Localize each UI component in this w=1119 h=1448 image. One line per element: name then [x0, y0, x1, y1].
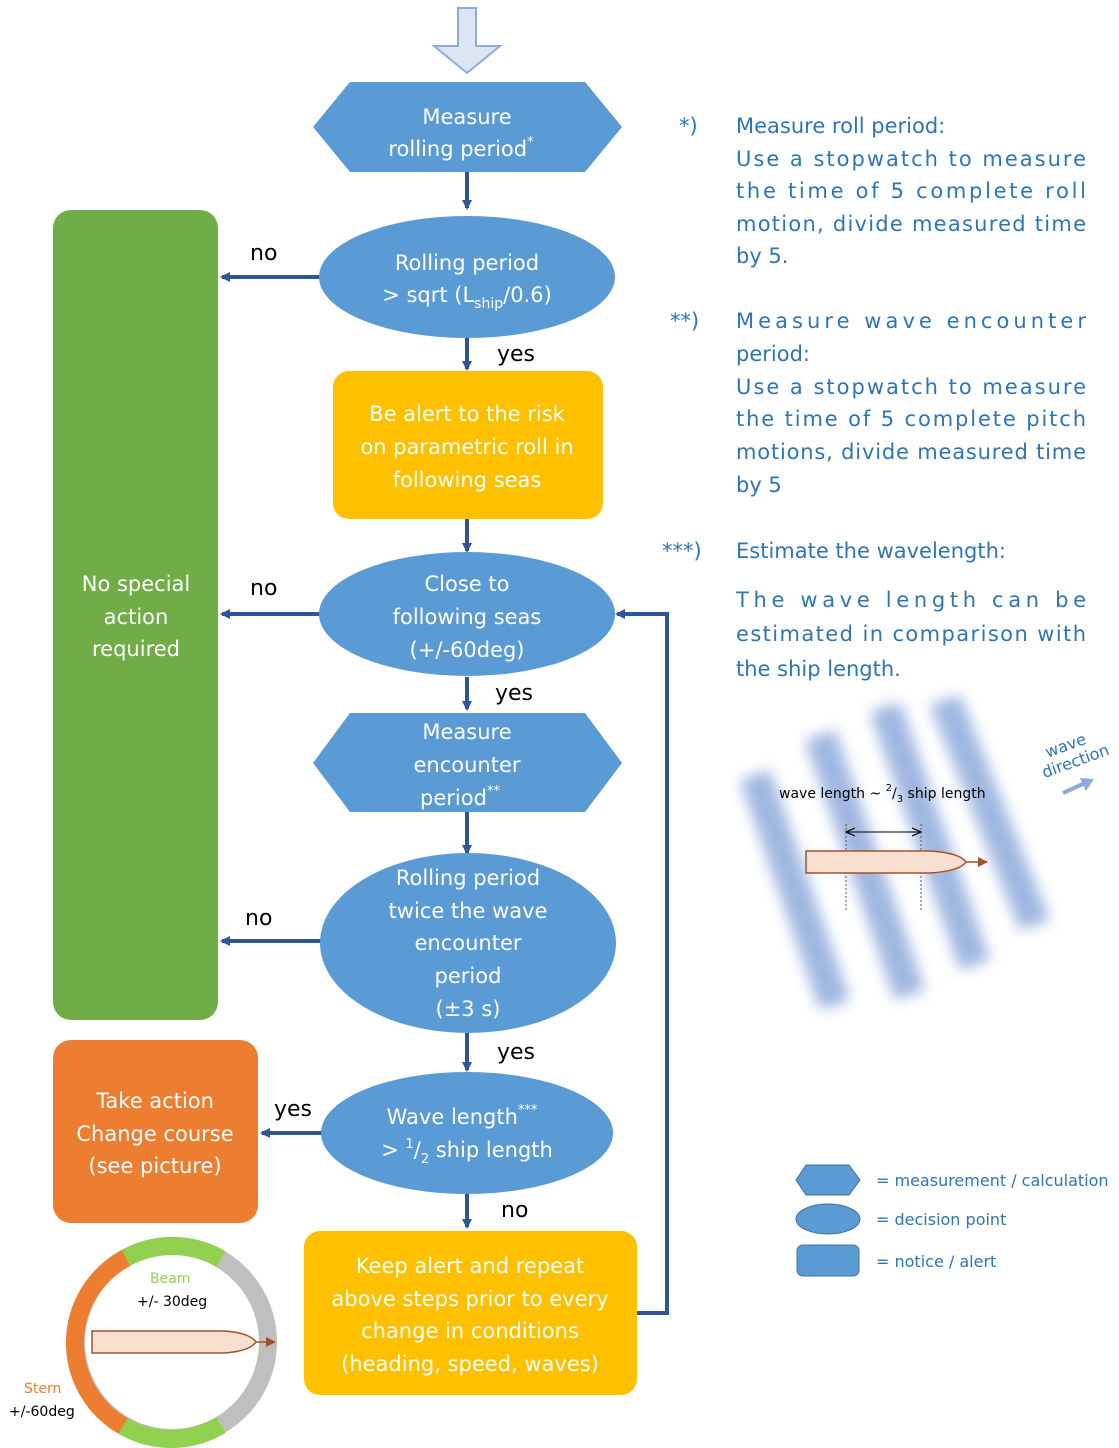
connectors: [220, 172, 669, 1315]
svg-text:motion, divide measured time: motion, divide measured time: [736, 212, 1086, 236]
legend-rect-icon: [796, 1244, 860, 1277]
svg-text:by 5: by 5: [736, 473, 782, 497]
svg-text:No special: No special: [82, 572, 191, 596]
svg-text:above steps prior to every: above steps prior to every: [331, 1287, 608, 1311]
svg-text:Take action: Take action: [95, 1089, 214, 1113]
svg-text:twice the wave: twice the wave: [389, 899, 548, 923]
svg-text:the time of 5 complete roll: the time of 5 complete roll: [736, 179, 1086, 203]
measure-encounter-node: Measure encounter period**: [313, 713, 622, 812]
measure-rolling-node: Measure rolling period*: [313, 82, 622, 172]
svg-text:Rolling period: Rolling period: [395, 251, 539, 275]
svg-text:change in conditions: change in conditions: [361, 1319, 579, 1343]
svg-text:no: no: [250, 576, 277, 601]
svg-text:(+/-60deg): (+/-60deg): [410, 638, 525, 662]
legend: = measurement / calculation = decision p…: [795, 1164, 1109, 1277]
svg-text:Stern: Stern: [24, 1381, 61, 1397]
svg-text:yes: yes: [495, 681, 533, 706]
svg-text:encounter: encounter: [414, 931, 521, 955]
svg-text:Close to: Close to: [425, 572, 510, 596]
svg-text:yes: yes: [497, 1040, 535, 1065]
svg-text:period:: period:: [736, 342, 810, 366]
course-sector-picture: Beam +/- 30deg Stern +/-60deg: [9, 1236, 277, 1448]
legend-hexagon-icon: [795, 1164, 861, 1196]
svg-text:action: action: [104, 605, 169, 629]
wave-length-decision: Wave length*** > 1/2 ship length: [321, 1072, 613, 1194]
svg-text:Estimate the wavelength:: Estimate the wavelength:: [736, 539, 1006, 563]
svg-text:yes: yes: [497, 342, 535, 367]
svg-text:estimated in comparison with: estimated in comparison with: [736, 622, 1086, 646]
legend-ellipse-icon: [795, 1203, 861, 1235]
svg-text:Be alert to the risk: Be alert to the risk: [369, 402, 565, 426]
svg-text:yes: yes: [274, 1097, 312, 1122]
note-encounter-period: **) Measure wave encounter period: Use a…: [670, 309, 1086, 497]
svg-text:the time of 5 complete pitch: the time of 5 complete pitch: [736, 407, 1086, 431]
svg-text:Wave length***: Wave length***: [387, 1103, 538, 1129]
wave-picture: wave length ~ 2/3 ship length wave direc…: [740, 695, 1112, 1010]
svg-text:motions, divide measured time: motions, divide measured time: [736, 440, 1086, 464]
following-seas-decision: Close to following seas (+/-60deg): [319, 552, 615, 676]
svg-text:no: no: [501, 1198, 528, 1223]
svg-text:Measure roll period:: Measure roll period:: [736, 114, 945, 138]
svg-text:Rolling period: Rolling period: [396, 866, 540, 890]
note-wavelength: ***) Estimate the wavelength: The wave l…: [662, 539, 1086, 681]
svg-text:= measurement / calculation: = measurement / calculation: [876, 1171, 1109, 1190]
svg-text:*): *): [679, 114, 698, 138]
ship-hull-sector: [91, 1330, 257, 1354]
svg-text:no: no: [245, 906, 272, 931]
svg-text:Change course: Change course: [76, 1122, 233, 1146]
svg-text:Measure: Measure: [422, 720, 511, 744]
keep-alert-box: Keep alert and repeat above steps prior …: [304, 1231, 637, 1395]
svg-text:period: period: [435, 964, 502, 988]
svg-text:required: required: [92, 637, 180, 661]
svg-text:Measure wave encounter: Measure wave encounter: [736, 309, 1086, 333]
svg-text:(heading, speed, waves): (heading, speed, waves): [341, 1352, 599, 1376]
svg-text:= notice / alert: = notice / alert: [876, 1252, 996, 1271]
svg-text:(see picture): (see picture): [88, 1154, 221, 1178]
svg-text:+/-60deg: +/-60deg: [9, 1404, 75, 1420]
svg-text:(±3 s): (±3 s): [436, 997, 501, 1021]
twice-encounter-decision: Rolling period twice the wave encounter …: [320, 853, 616, 1033]
svg-text:> 1/2 ship length: > 1/2 ship length: [381, 1137, 553, 1167]
no-action-box: No special action required: [53, 210, 218, 1020]
svg-text:Use a stopwatch to measure: Use a stopwatch to measure: [736, 375, 1086, 399]
svg-text:rolling period*: rolling period*: [388, 135, 534, 161]
svg-text:following seas: following seas: [393, 605, 542, 629]
svg-text:**): **): [670, 309, 699, 333]
svg-text:wave length ~ 2/3 ship length: wave length ~ 2/3 ship length: [779, 783, 986, 805]
svg-text:on parametric roll in: on parametric roll in: [360, 435, 573, 459]
svg-text:+/- 30deg: +/- 30deg: [137, 1294, 207, 1310]
svg-text:> sqrt (Lship/0.6): > sqrt (Lship/0.6): [382, 283, 552, 312]
parametric-roll-alert-box: Be alert to the risk on parametric roll …: [333, 371, 603, 519]
wave-direction-arrow: [1062, 778, 1094, 795]
svg-text:by 5.: by 5.: [736, 244, 788, 268]
svg-text:= decision point: = decision point: [876, 1210, 1006, 1229]
svg-text:encounter: encounter: [413, 753, 520, 777]
svg-text:following seas: following seas: [393, 468, 542, 492]
note-roll-period: *) Measure roll period: Use a stopwatch …: [679, 114, 1086, 268]
take-action-box: Take action Change course (see picture): [53, 1040, 258, 1223]
svg-text:no: no: [250, 241, 277, 266]
svg-text:the ship length.: the ship length.: [736, 657, 901, 681]
svg-text:***): ***): [662, 539, 702, 563]
rolling-period-decision: Rolling period > sqrt (Lship/0.6): [319, 216, 615, 338]
ship-hull-wave: [805, 850, 967, 874]
svg-text:Measure: Measure: [422, 105, 511, 129]
edge-labels: no yes no yes no yes yes no: [245, 241, 535, 1223]
svg-text:Use a stopwatch to measure: Use a stopwatch to measure: [736, 147, 1086, 171]
svg-text:Keep alert and repeat: Keep alert and repeat: [356, 1254, 584, 1278]
svg-text:Beam: Beam: [150, 1271, 190, 1287]
start-arrow: [431, 7, 503, 75]
svg-text:The wave length can be: The wave length can be: [735, 588, 1086, 612]
svg-text:period**: period**: [420, 784, 500, 810]
